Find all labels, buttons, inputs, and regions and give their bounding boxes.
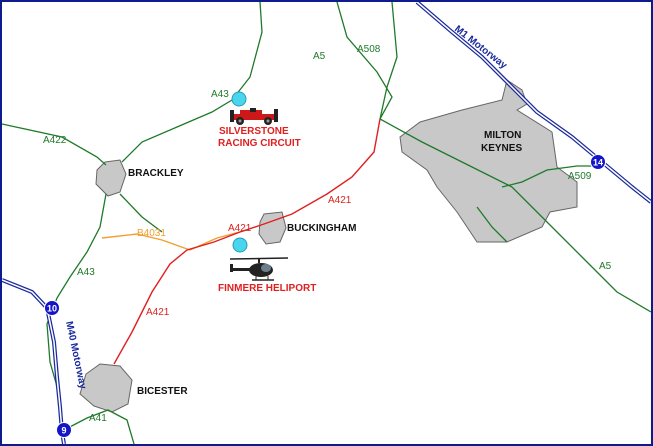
silverstone-marker[interactable] <box>231 91 247 107</box>
road-b4031 <box>101 229 248 251</box>
junction-14: 14 <box>590 154 606 170</box>
road-a5-south <box>379 118 651 313</box>
brackley-area <box>95 159 127 197</box>
label-a508: A508 <box>357 44 381 55</box>
label-a5-south: A5 <box>599 261 612 272</box>
junction-9-label: 9 <box>61 426 66 436</box>
road-a43-south <box>46 193 107 398</box>
finmere-marker[interactable] <box>232 237 248 253</box>
m1-motorway-inner <box>416 2 651 203</box>
junction-10-label: 10 <box>47 304 57 314</box>
junction-9: 9 <box>56 422 72 438</box>
poi-label-racing-circuit: RACING CIRCUIT <box>218 138 301 149</box>
milton-keynes-area <box>399 79 578 243</box>
junction-10: 10 <box>44 300 60 316</box>
label-a5-north: A5 <box>313 51 326 62</box>
road-a509 <box>501 165 602 188</box>
road-a421 <box>113 118 381 365</box>
road-a422 <box>2 123 107 166</box>
town-label-brackley: BRACKLEY <box>128 168 184 179</box>
junction-14-label: 14 <box>593 158 603 168</box>
road-a508 <box>379 2 398 120</box>
label-m40-motorway: M40 Motorway <box>63 320 88 390</box>
label-a41: A41 <box>89 413 107 424</box>
town-areas <box>79 79 578 413</box>
label-a43-north: A43 <box>211 89 229 100</box>
label-a421-south: A421 <box>146 307 170 318</box>
road-a4146 <box>476 206 508 243</box>
town-label-buckingham: BUCKINGHAM <box>287 223 356 234</box>
road-b-south <box>119 193 163 233</box>
road-a43-north <box>121 2 263 163</box>
red-road-labels: A421 A421 A421 <box>146 195 352 318</box>
label-a509: A509 <box>568 171 592 182</box>
poi-label-finmere: FINMERE HELIPORT <box>218 283 316 294</box>
road-a5 <box>336 2 393 120</box>
label-a422: A422 <box>43 135 67 146</box>
label-m1-motorway: M1 Motorway <box>452 24 509 72</box>
label-a421-mid: A421 <box>228 223 252 234</box>
helicopter-icon <box>229 257 289 281</box>
town-label-milton: MILTON <box>484 130 521 141</box>
town-label-keynes: KEYNES <box>481 143 522 154</box>
bicester-area <box>79 363 133 413</box>
town-label-bicester: BICESTER <box>137 386 188 397</box>
road-labels: A43 A5 A508 A422 A43 A41 A509 A5 <box>43 44 612 424</box>
label-a43-south: A43 <box>77 267 95 278</box>
buckingham-area <box>258 211 287 245</box>
road-a41 <box>63 409 135 444</box>
label-a421-east: A421 <box>328 195 352 206</box>
poi-label-silverstone: SILVERSTONE <box>219 126 289 137</box>
label-b4031: B4031 <box>137 228 166 239</box>
racing-car-icon <box>230 108 278 125</box>
